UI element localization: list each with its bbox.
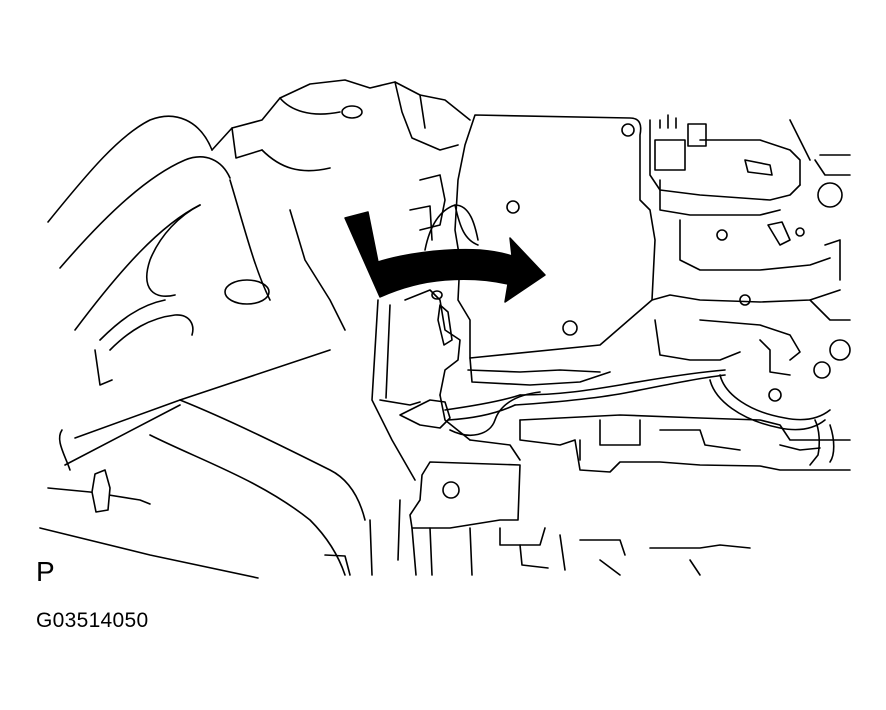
battery-tray (651, 219, 851, 402)
figure-code: G03514050 (36, 609, 149, 632)
view-label: P (36, 556, 55, 587)
lower-mounting-bracket (469, 414, 851, 473)
curved-arrow-right-icon (344, 211, 546, 303)
harness-wire (514, 369, 835, 466)
relay-block (649, 114, 851, 216)
cylinder-head-cover (39, 79, 471, 579)
wire-harness-bracket (371, 174, 541, 481)
lower-cover-panel (369, 461, 751, 576)
